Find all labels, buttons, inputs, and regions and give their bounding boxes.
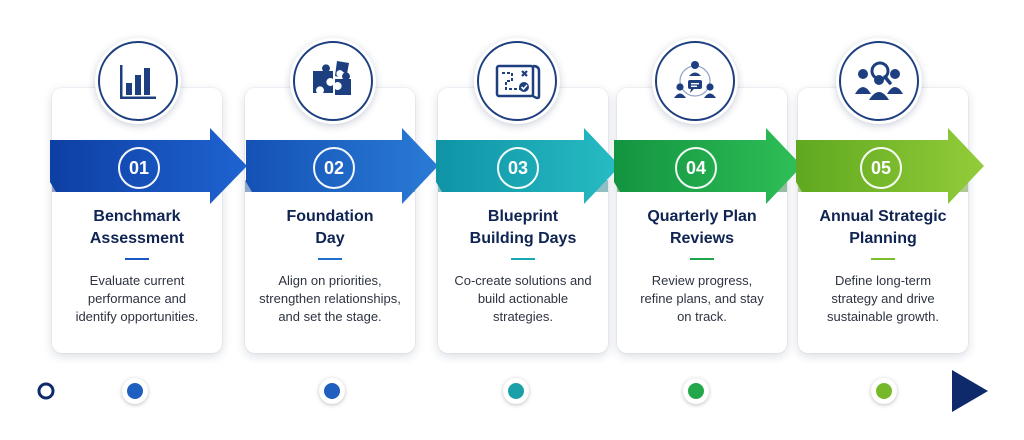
bar-chart-icon <box>120 65 156 99</box>
timeline-start <box>37 382 55 400</box>
icon-badge-1 <box>95 38 181 124</box>
step-number-4: 04 <box>675 147 717 189</box>
accent-line-5 <box>871 258 895 260</box>
icon-badge-3 <box>474 38 560 124</box>
team-discussion-icon <box>674 61 716 98</box>
step-number-1: 01 <box>118 147 160 189</box>
accent-line-2 <box>318 258 342 260</box>
accent-line-1 <box>125 258 149 260</box>
step-card-4 <box>617 88 787 353</box>
icon-badge-2 <box>290 38 376 124</box>
step-card-1 <box>52 88 222 353</box>
step-card-3 <box>438 88 608 353</box>
timeline-dot-2 <box>319 378 345 404</box>
timeline-dot-3 <box>503 378 529 404</box>
step-card-5 <box>798 88 968 353</box>
people-search-icon <box>855 61 903 100</box>
step-number-5: 05 <box>860 147 902 189</box>
timeline-dot-1 <box>122 378 148 404</box>
step-card-2 <box>245 88 415 353</box>
icon-badge-4 <box>652 38 738 124</box>
blueprint-map-icon <box>495 64 541 100</box>
accent-line-4 <box>690 258 714 260</box>
timeline-dot-5 <box>871 378 897 404</box>
step-number-2: 02 <box>313 147 355 189</box>
step-description-2: Align on priorities,strengthen relations… <box>259 273 401 324</box>
step-number-3: 03 <box>497 147 539 189</box>
icon-badge-5 <box>836 38 922 124</box>
timeline-dot-4 <box>683 378 709 404</box>
puzzle-icon <box>313 61 351 95</box>
timeline-arrowhead <box>952 370 988 412</box>
accent-line-3 <box>511 258 535 260</box>
